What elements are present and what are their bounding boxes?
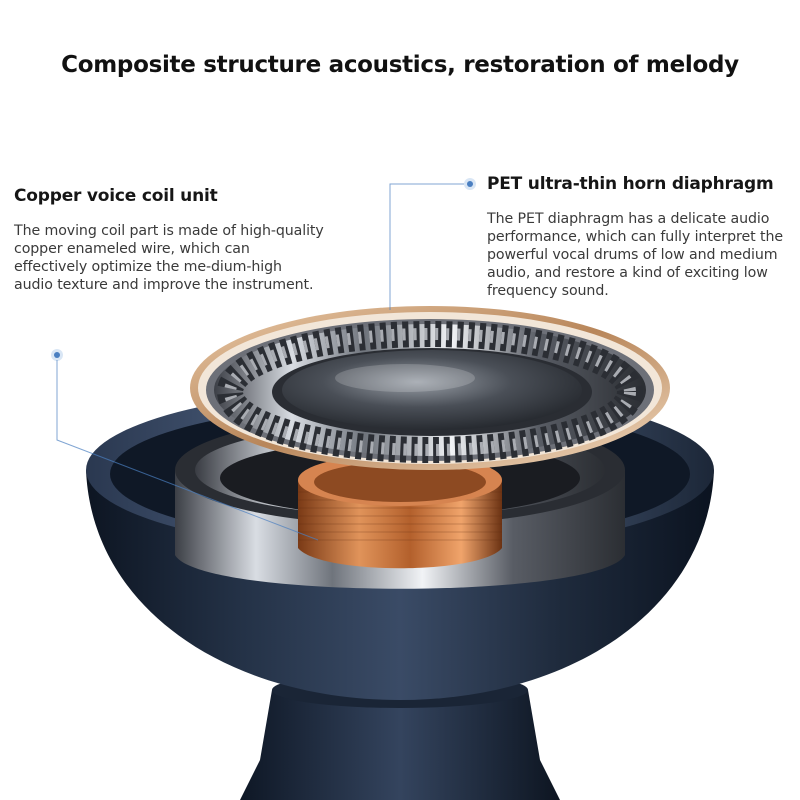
voice-coil-title: Copper voice coil unit xyxy=(14,186,218,206)
copper-voice-coil xyxy=(298,454,502,569)
pet-diaphragm xyxy=(190,306,670,470)
voice-coil-description: The moving coil part is made of high-qua… xyxy=(14,223,324,293)
page-headline: Composite structure acoustics, restorati… xyxy=(61,52,739,78)
diaphragm-description: The PET diaphragm has a delicate audio p… xyxy=(487,211,783,299)
diaphragm-title: PET ultra-thin horn diaphragm xyxy=(487,174,774,194)
diaphragm-leader-line xyxy=(389,178,476,310)
voice-coil-leader-line xyxy=(51,349,319,541)
